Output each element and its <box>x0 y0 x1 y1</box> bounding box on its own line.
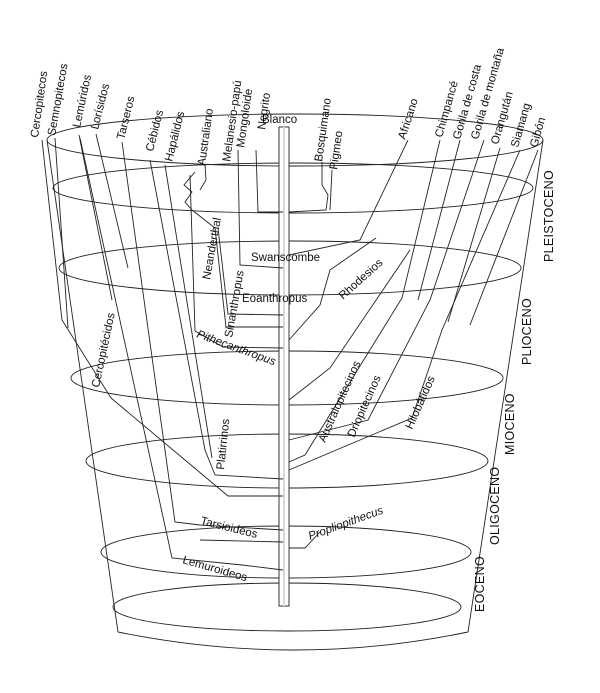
branch-pigmeo <box>329 169 333 211</box>
label-lorisidos: Lorísidos <box>89 82 112 130</box>
label-cebidos: Cébidos <box>144 109 166 153</box>
label-tarseros: Tarseros <box>115 95 137 141</box>
branch-lemuridos <box>78 134 113 301</box>
branch-gorila-costa <box>417 139 461 301</box>
label-africano: Africano <box>396 97 420 141</box>
label-blanco: Blanco <box>262 114 297 126</box>
label-rhodesios: Rhodesios <box>337 257 386 302</box>
label-platirrinos: Platirrinos <box>215 418 232 470</box>
branch-cercopitecos <box>41 139 283 497</box>
branch-neanderthal <box>217 227 284 316</box>
label-pithecanthropus: Pithecanthropus <box>195 329 277 369</box>
cup-right-wall <box>467 139 544 633</box>
label-gibon: Gibón <box>528 116 548 149</box>
era-plioceno: PLIOCENO <box>520 298 534 365</box>
branch-mongoloide <box>237 149 284 269</box>
layer-pleistoceno <box>52 162 534 214</box>
branch-bosquimano <box>288 162 329 213</box>
branch-rhodesios <box>288 237 377 341</box>
label-swanscombe: Swanscombe <box>251 252 320 264</box>
branch-australopitecinos <box>288 249 411 401</box>
branch-africano <box>288 139 409 256</box>
label-cercopitecidos: Cercopitécidos <box>90 311 118 388</box>
branch-chimpance <box>288 139 441 463</box>
label-australiano: Australiano <box>196 108 216 167</box>
cup-left-wall <box>46 139 119 633</box>
label-hilobatidos: Hilobátidos <box>404 374 438 431</box>
era-eoceno: EOCENO <box>473 556 487 612</box>
label-pigmeo: Pigmeo <box>328 130 345 170</box>
branch-australiano <box>183 171 283 328</box>
label-negrito: Negrito <box>256 92 273 130</box>
branch-pithecanthropus <box>189 174 284 349</box>
label-propliopithecus: Propliopithecus <box>307 505 385 543</box>
branch-propliopithecus <box>289 531 321 549</box>
era-oligoceno: OLIGOCENO <box>488 467 502 545</box>
branch-melanesio <box>199 164 207 191</box>
label-lemuroideos: Lemuroideos <box>181 554 248 584</box>
cup-bottom-lip <box>117 631 469 651</box>
branch-semnopitecos <box>54 137 69 329</box>
branch-siamang <box>288 149 521 471</box>
era-pleistoceno: PLEISTOCENO <box>542 170 556 262</box>
branch-lines <box>41 133 539 571</box>
branch-lorisidos <box>95 133 129 269</box>
branch-orangutan <box>447 147 501 323</box>
branch-tarsioideos <box>199 539 284 543</box>
era-mioceno: MIOCENO <box>503 393 517 455</box>
branch-negrito <box>255 149 283 213</box>
branch-gorila-montana <box>288 139 485 441</box>
branch-gibon <box>469 149 539 326</box>
branch-lemuroideos <box>79 137 284 571</box>
branch-cebidos <box>149 159 284 480</box>
layer-plioceno <box>58 240 522 296</box>
branch-hapalidos <box>164 164 213 459</box>
branch-tarseros <box>121 141 284 531</box>
label-eoanthropus: Eoanthropus <box>242 293 307 305</box>
trunk-highlight <box>283 127 285 606</box>
label-tarsioideos: Tarsioideos <box>199 515 259 541</box>
